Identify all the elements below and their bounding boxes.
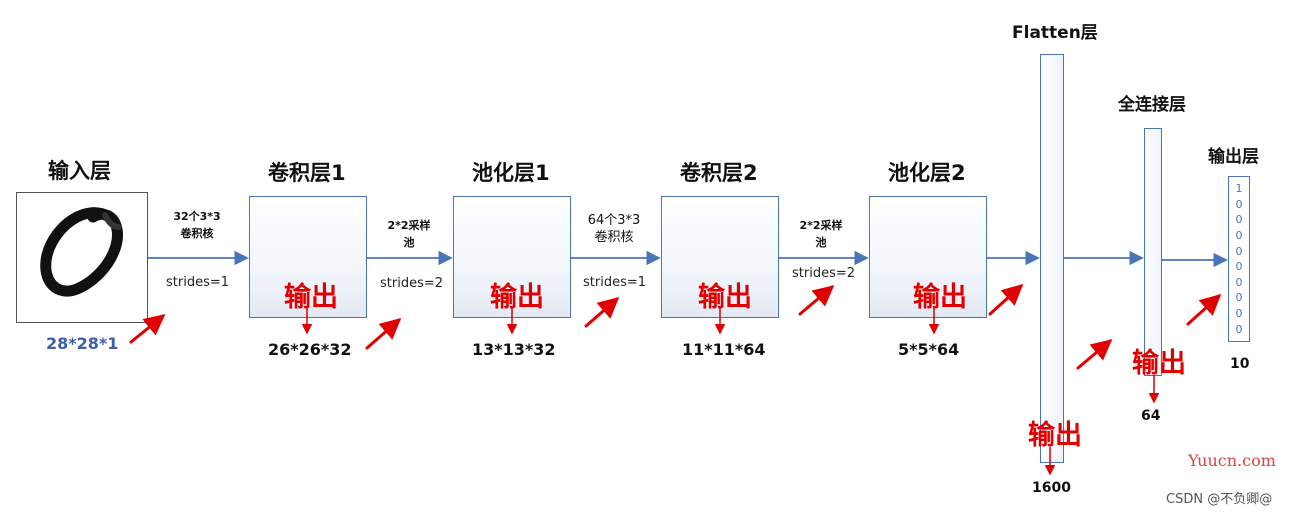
site-watermark: Yuucn.com [1188, 451, 1276, 470]
input-digit-image [16, 192, 148, 323]
output-digit: 0 [1235, 307, 1243, 321]
op1-line2: 卷积核 [180, 227, 214, 240]
conv1-box [249, 196, 367, 318]
pool2-output-label: 输出 [913, 282, 967, 313]
output-digit: 0 [1235, 244, 1243, 258]
conv2-layer-title: 卷积层2 [680, 161, 758, 185]
output-layer-title: 输出层 [1208, 147, 1259, 167]
flatten-dims: 1600 [1032, 480, 1071, 496]
output-digit: 0 [1235, 275, 1243, 289]
stride-4: strides=2 [792, 266, 856, 281]
output-dims: 10 [1230, 356, 1250, 372]
output-digit: 0 [1235, 260, 1243, 274]
pool2-layer-title: 池化层2 [888, 161, 966, 185]
conv2-dims: 11*11*64 [682, 340, 766, 359]
output-digit: 0 [1235, 197, 1243, 211]
red-diagonal-arrow [798, 285, 835, 316]
flatten-bar [1040, 54, 1064, 463]
op3-line1: 64个3*3 [587, 213, 641, 228]
output-digit: 0 [1235, 229, 1243, 243]
pool2-box [869, 196, 987, 318]
red-diagonal-arrow [129, 314, 166, 344]
pool1-dims: 13*13*32 [472, 340, 556, 359]
fc-bar [1144, 128, 1162, 376]
output-vector: 1 0 0 0 0 0 0 0 0 0 [1228, 176, 1250, 342]
fc-output-label: 输出 [1132, 348, 1186, 379]
conv1-output-label: 输出 [284, 282, 338, 313]
op1-label: 32个3*3 卷积核 [166, 208, 228, 242]
red-diagonal-arrow [584, 297, 620, 328]
op2-line1: 2*2采样 [387, 219, 431, 232]
op3-line2: 卷积核 [594, 230, 634, 245]
input-layer-title: 输入层 [48, 159, 111, 183]
csdn-watermark: CSDN @不负卿@ [1166, 492, 1273, 507]
op4-line1: 2*2采样 [799, 219, 843, 232]
stride-1: strides=1 [166, 275, 230, 290]
op2-label: 2*2采样 池 [378, 217, 440, 251]
op1-line1: 32个3*3 [173, 210, 221, 223]
op4-label: 2*2采样 池 [790, 217, 852, 251]
output-digit: 0 [1235, 291, 1243, 305]
pool1-layer-title: 池化层1 [472, 161, 550, 185]
stride-2: strides=2 [380, 276, 444, 291]
fc-dims: 64 [1141, 408, 1161, 424]
conv1-dims: 26*26*32 [268, 340, 352, 359]
handwritten-zero-icon [40, 207, 123, 297]
op4-line2: 池 [815, 236, 827, 249]
red-diagonal-arrow [988, 283, 1024, 316]
red-diagonal-arrow [365, 318, 402, 350]
input-dims: 28*28*1 [46, 334, 119, 353]
op3-label: 64个3*3 卷积核 [580, 212, 648, 246]
conv1-layer-title: 卷积层1 [268, 161, 346, 185]
op2-line2: 池 [403, 236, 415, 249]
pool2-dims: 5*5*64 [898, 340, 960, 359]
red-diagonal-arrow [1186, 293, 1222, 326]
conv2-output-label: 输出 [698, 282, 752, 313]
pool1-output-label: 输出 [490, 282, 544, 313]
red-diagonal-arrow [1076, 339, 1113, 370]
pool1-box [453, 196, 571, 318]
output-digit: 0 [1235, 213, 1243, 227]
fc-layer-title: 全连接层 [1118, 95, 1186, 115]
flatten-layer-title: Flatten层 [1012, 23, 1098, 43]
flatten-output-label: 输出 [1028, 420, 1082, 451]
stride-3: strides=1 [583, 275, 647, 290]
output-digit: 1 [1235, 182, 1243, 196]
output-digit: 0 [1235, 322, 1243, 336]
